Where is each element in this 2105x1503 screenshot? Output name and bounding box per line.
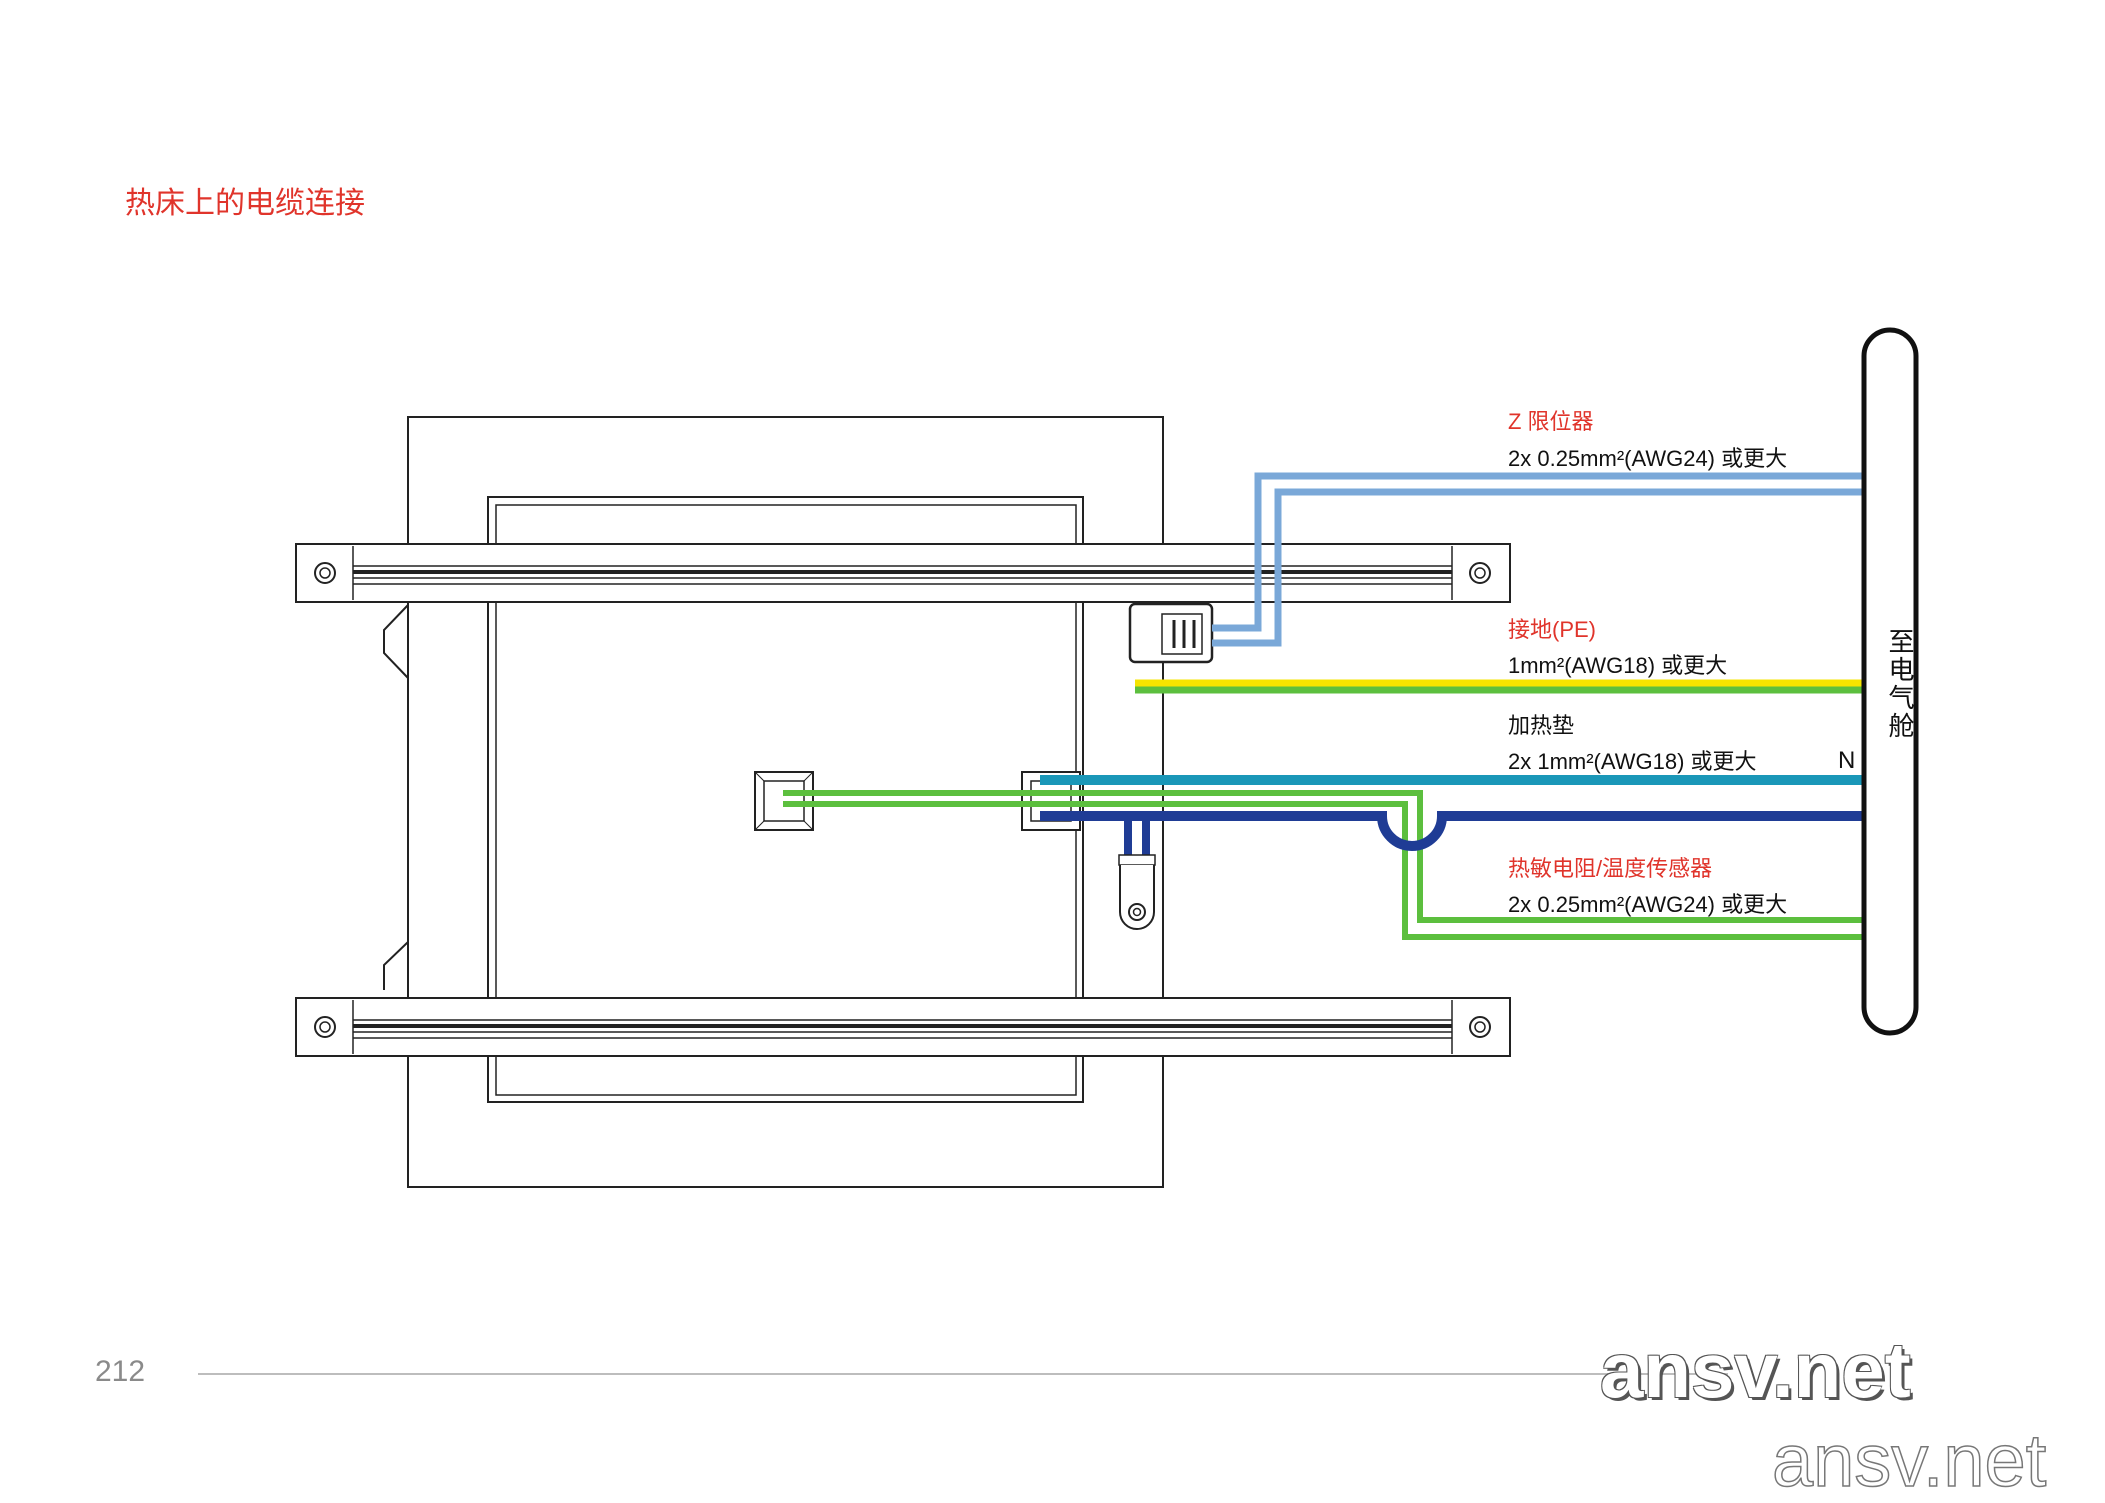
rail-screw-icon [1469, 562, 1491, 584]
thermistor-spec: 2x 0.25mm²(AWG24) 或更大 [1508, 892, 1788, 917]
bottom-rail [295, 997, 1511, 1057]
watermark-primary: ansv.net [1600, 1326, 1911, 1414]
left-tab-bottom [383, 941, 409, 990]
electronics-cabinet [1861, 327, 1919, 1036]
heated-area-outer [487, 496, 1084, 1103]
ring-terminal-icon [1118, 854, 1156, 930]
z-limit-wire-2 [1212, 488, 1862, 647]
thermistor-wire-2 [783, 801, 1862, 940]
rail-screw-icon [314, 562, 336, 584]
page-title: 热床上的电缆连接 [125, 186, 365, 221]
watermark-secondary: ansv.net [1771, 1418, 2047, 1503]
page-number: 212 [95, 1355, 146, 1388]
footer-divider [198, 1373, 1728, 1375]
heater-wire-l [1040, 811, 1862, 851]
left-tab-top [383, 604, 409, 679]
electronics-cabinet-label: 至电气舱 [1884, 628, 1914, 740]
z-limit-wire-1 [1212, 472, 1862, 632]
thermistor-wire-1 [783, 790, 1862, 923]
top-rail [295, 543, 1511, 603]
heater-spec: 2x 1mm²(AWG18) 或更大 [1508, 749, 1757, 774]
neutral-label: N [1838, 747, 1856, 774]
thermistor-title: 热敏电阻/温度传感器 [1508, 856, 1713, 881]
ground-spec: 1mm²(AWG18) 或更大 [1508, 653, 1728, 678]
z-limit-spec: 2x 0.25mm²(AWG24) 或更大 [1508, 446, 1788, 471]
z-limit-switch-connector [1128, 602, 1214, 664]
z-limit-title: Z 限位器 [1508, 409, 1594, 434]
heater-title: 加热垫 [1508, 713, 1575, 738]
rail-screw-icon [1469, 1016, 1491, 1038]
rail-screw-icon [314, 1016, 336, 1038]
ground-title: 接地(PE) [1508, 617, 1597, 642]
